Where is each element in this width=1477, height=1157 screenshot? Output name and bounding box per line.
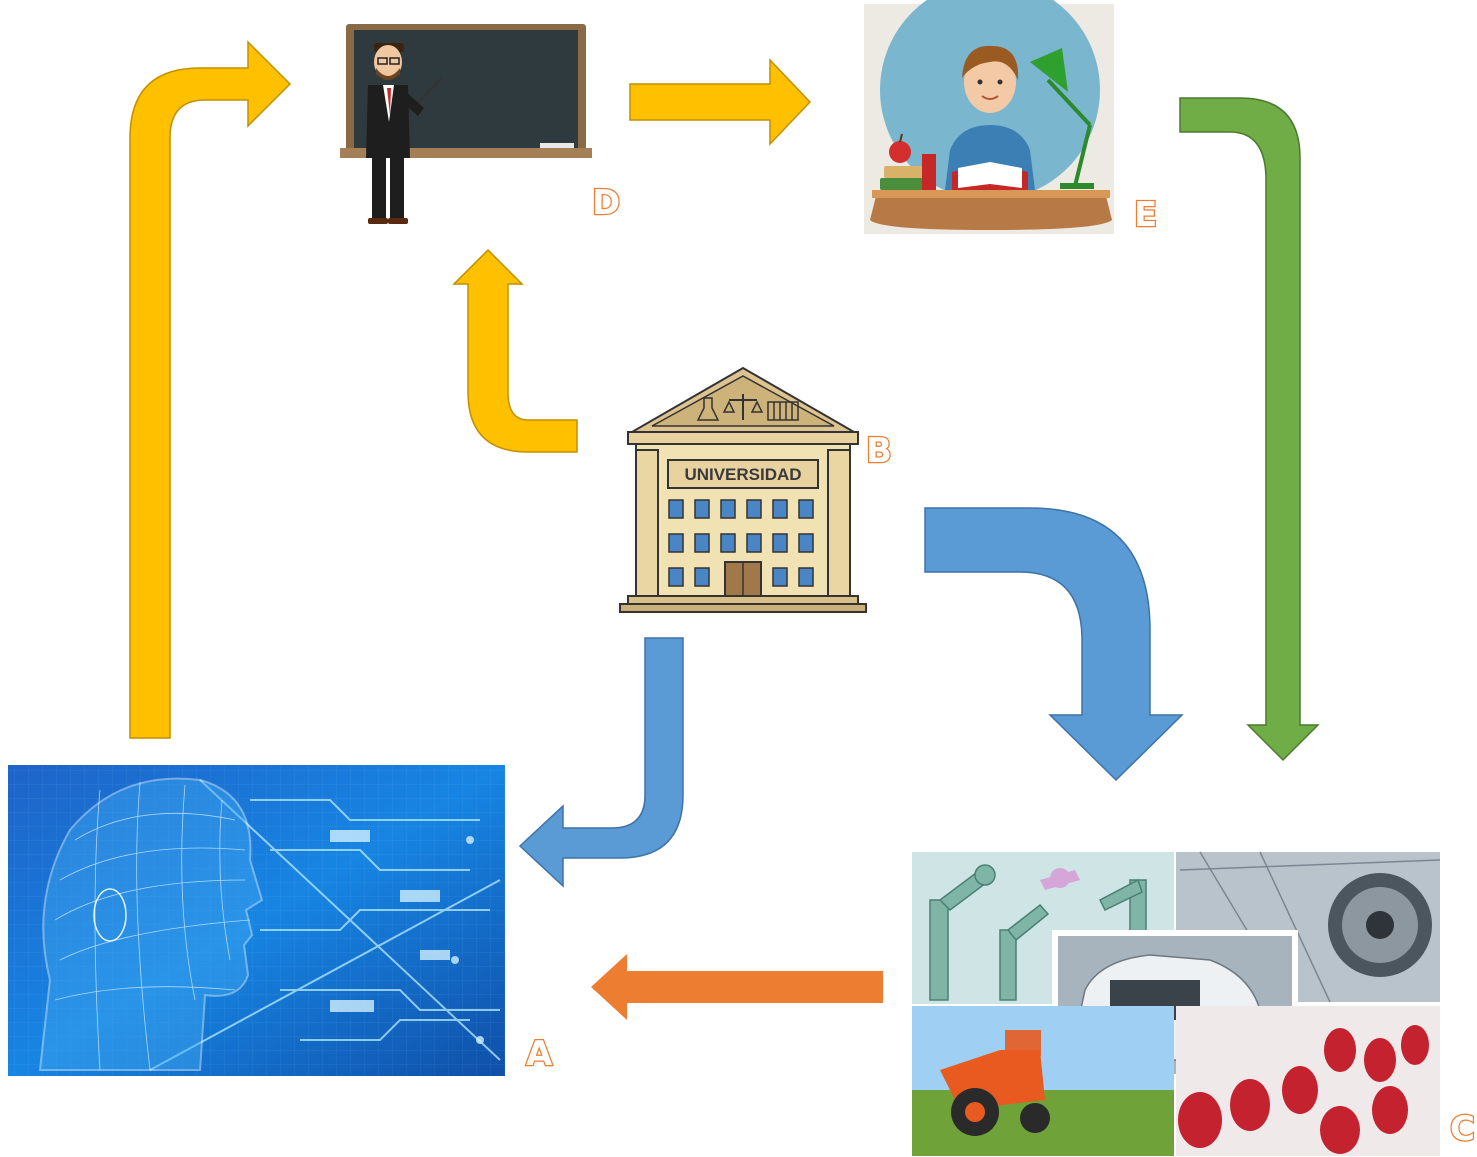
arrow-c-to-a [591,954,883,1020]
arrow-b-to-d [452,248,578,453]
industry-collage-image [912,850,1441,1156]
arrow-e-to-c [1179,97,1320,762]
node-label-d: D [592,183,620,223]
node-label-e: E [1134,195,1157,235]
arrow-a-to-d [129,40,292,739]
student-reading-icon [864,0,1114,234]
arrow-b-to-c [924,507,1184,782]
arrow-d-to-e [629,58,812,146]
node-label-b: B [866,431,892,471]
university-building-icon: UNIVERSIDAD [619,366,867,613]
teacher-at-blackboard-icon [340,24,592,224]
arrow-b-to-a [518,637,684,888]
node-label-c: C [1450,1109,1475,1149]
university-sign-text: UNIVERSIDAD [684,465,801,484]
node-label-a: A [526,1034,553,1074]
digital-head-technology-image [8,765,505,1076]
